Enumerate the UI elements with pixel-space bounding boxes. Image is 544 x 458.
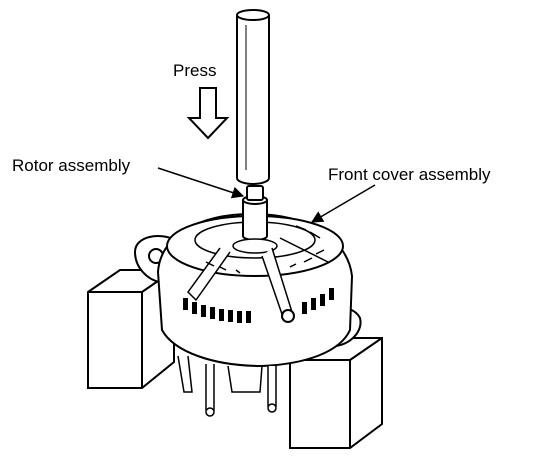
press-label: Press	[173, 61, 217, 80]
cover-vent-slots	[205, 225, 325, 274]
housing-vent-slots	[183, 288, 334, 323]
right-support-block	[289, 337, 383, 449]
rear-terminals	[177, 355, 277, 417]
alternator-body	[133, 185, 362, 368]
left-support-block	[87, 269, 175, 389]
front-cover-assembly-label: Front cover assembly	[328, 165, 491, 184]
front-cover-leader-line	[310, 184, 376, 223]
down-arrow-icon	[186, 87, 230, 140]
press-rod	[236, 9, 270, 185]
rotor-leader-line	[157, 167, 245, 199]
rotor-assembly-label: Rotor assembly	[12, 156, 131, 175]
